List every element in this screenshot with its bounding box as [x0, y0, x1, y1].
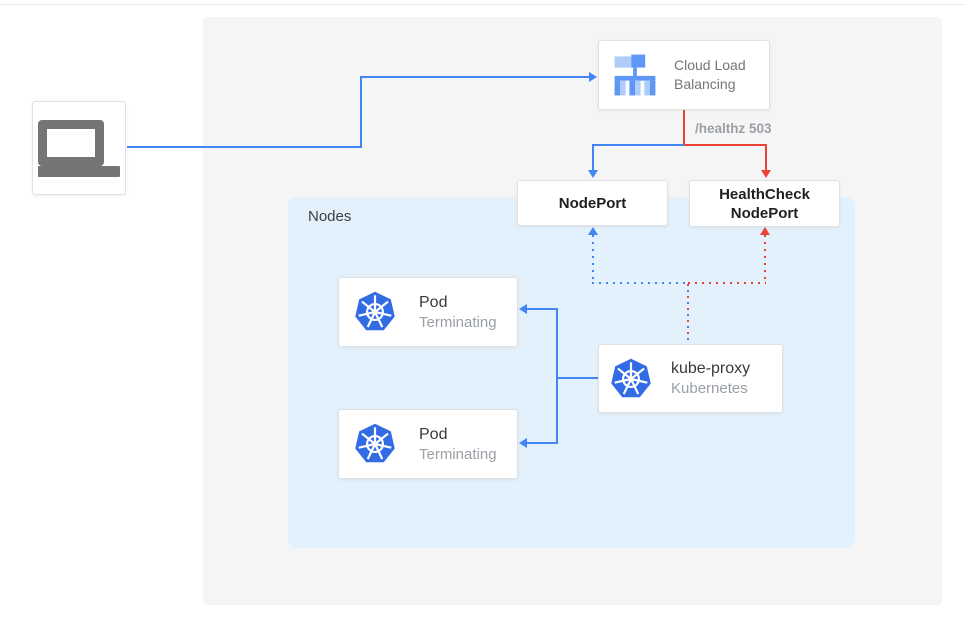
- edge-client-vertical: [360, 76, 362, 148]
- kube-proxy-node: kube-proxy Kubernetes: [598, 344, 783, 413]
- arrowhead-into-load-balancer: [589, 72, 597, 82]
- dotted-edge-kubeproxy-shared: [687, 284, 689, 344]
- kube-proxy-title: kube-proxy: [671, 360, 751, 377]
- laptop-base: [38, 165, 120, 177]
- cloud-load-balancing-node: Cloud Load Balancing: [598, 40, 770, 110]
- nodeport-label: NodePort: [558, 194, 627, 212]
- arrowhead-into-pod2: [519, 438, 527, 448]
- load-balancer-label-line1: Cloud Load: [674, 57, 746, 73]
- pod2-status: Terminating: [419, 445, 497, 463]
- pod2-text: Pod Terminating: [419, 426, 497, 463]
- laptop-screen: [38, 119, 104, 166]
- nodeport-node: NodePort: [517, 180, 668, 226]
- kube-proxy-text: kube-proxy Kubernetes: [671, 360, 750, 397]
- edge-to-pod1: [527, 308, 558, 310]
- edge-kubeproxy-horizontal: [556, 377, 598, 379]
- nodes-label: Nodes: [308, 208, 352, 225]
- arrowhead-into-healthcheck: [761, 170, 771, 178]
- laptop-icon: [38, 119, 120, 177]
- edge-lb-down-red: [683, 109, 685, 145]
- healthcheck-nodeport-label: HealthCheck NodePort: [719, 185, 810, 223]
- edge-pods-vertical: [556, 308, 558, 444]
- edge-branch-red: [684, 144, 767, 146]
- arrowhead-up-nodeport: [588, 227, 598, 235]
- arrowhead-up-healthcheck: [760, 227, 770, 235]
- kube-proxy-subtitle: Kubernetes: [671, 380, 748, 397]
- edge-to-healthcheck: [765, 144, 767, 171]
- cloud-load-balancing-icon: [614, 54, 656, 96]
- load-balancer-label-line2: Balancing: [674, 76, 736, 92]
- healthcheck-nodeport-node: HealthCheck NodePort: [689, 180, 840, 227]
- load-balancer-label: Cloud Load Balancing: [674, 56, 746, 94]
- kubernetes-icon: [355, 291, 395, 331]
- pod-node-2: Pod Terminating: [338, 409, 518, 479]
- pod1-status: Terminating: [419, 313, 497, 331]
- top-divider: [0, 4, 965, 5]
- edge-client-to-lb: [360, 76, 589, 78]
- kubernetes-icon: [355, 423, 395, 463]
- dotted-edge-healthcheck-vertical: [764, 235, 766, 283]
- kubernetes-icon: [611, 358, 651, 397]
- edge-client-horizontal: [127, 146, 361, 148]
- edge-to-pod2: [527, 442, 558, 444]
- healthz-503-label: /healthz 503: [695, 121, 772, 136]
- edge-branch-blue: [592, 144, 684, 146]
- pod1-text: Pod Terminating: [419, 294, 497, 331]
- dotted-edge-nodeport-vertical: [592, 235, 594, 283]
- arrowhead-into-nodeport: [588, 170, 598, 178]
- client-node: [32, 101, 126, 195]
- pod-node-1: Pod Terminating: [338, 277, 518, 347]
- pod2-title: Pod: [419, 425, 448, 443]
- dotted-edge-red-horizontal: [688, 282, 766, 284]
- pod1-title: Pod: [419, 293, 448, 311]
- arrowhead-into-pod1: [519, 304, 527, 314]
- healthcheck-label-line2: NodePort: [730, 204, 799, 222]
- dotted-edge-blue-horizontal: [592, 282, 688, 284]
- edge-to-nodeport: [592, 144, 594, 171]
- healthcheck-label-line1: HealthCheck: [719, 185, 810, 203]
